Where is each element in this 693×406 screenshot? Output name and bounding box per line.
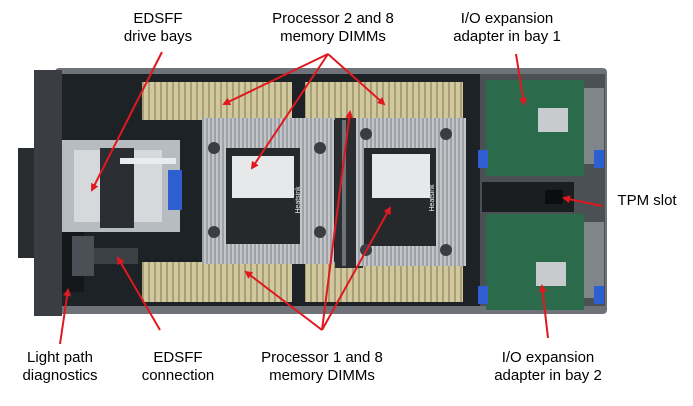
- callout-arrows: [59, 51, 603, 345]
- arrow-light-path: [59, 288, 72, 345]
- heatsink-processor-2: Heatsink: [202, 118, 334, 264]
- label-edsff-drive-bays-line2: drive bays: [123, 28, 193, 45]
- heatsink-label-1: Heatsink: [429, 184, 436, 212]
- heatsink-processor-1: Heatsink: [356, 118, 466, 266]
- arrow-tpm: [562, 195, 603, 207]
- label-processor-1-dimms-line1: Processor 1 and 8: [261, 349, 383, 366]
- arrow-proc2-dimm-left: [222, 53, 329, 106]
- heatsink-label-2: Heatsink: [295, 186, 302, 214]
- arrow-proc1-heatsink: [321, 206, 391, 331]
- arrow-edsff-connection: [116, 256, 161, 331]
- label-light-path-line2: diagnostics: [22, 367, 98, 384]
- label-processor-2-dimms-line1: Processor 2 and 8: [272, 10, 394, 27]
- label-processor-1-dimms: Processor 1 and 8 memory DIMMs: [242, 349, 402, 385]
- label-io-adapter-bay-1-line2: adapter in bay 1: [453, 28, 561, 45]
- label-io-adapter-bay-2-line2: adapter in bay 2: [494, 367, 602, 384]
- label-edsff-drive-bays-line1: EDSFF: [133, 10, 183, 27]
- label-processor-2-dimms-line2: memory DIMMs: [280, 28, 386, 45]
- label-edsff-connection-line1: EDSFF: [153, 349, 203, 366]
- label-io-adapter-bay-1-line1: I/O expansion: [460, 10, 554, 27]
- label-processor-2-dimms: Processor 2 and 8 memory DIMMs: [258, 10, 408, 46]
- label-tpm-slot: TPM slot: [617, 192, 677, 209]
- label-io-adapter-bay-1: I/O expansion adapter in bay 1: [442, 10, 572, 46]
- label-io-adapter-bay-2-line1: I/O expansion: [501, 349, 595, 366]
- arrow-io-bay-1: [515, 53, 528, 106]
- label-edsff-drive-bays: EDSFF drive bays: [113, 10, 203, 46]
- label-light-path-line1: Light path: [27, 349, 93, 366]
- edsff-connector-cable: [72, 236, 138, 276]
- label-light-path-diagnostics: Light path diagnostics: [10, 349, 110, 385]
- arrow-proc2-dimm-right: [327, 53, 386, 106]
- arrow-edsff-bays: [91, 51, 163, 192]
- dimm-bank-processor-1: [142, 262, 463, 302]
- arrow-proc1-center: [321, 110, 354, 331]
- tpm-area: [482, 182, 574, 212]
- io-adapter-bay-2: [478, 214, 604, 310]
- io-adapter-bay-1: [478, 80, 604, 176]
- arrow-proc2-heatsink: [250, 53, 329, 170]
- label-processor-1-dimms-line2: memory DIMMs: [269, 367, 375, 384]
- label-io-adapter-bay-2: I/O expansion adapter in bay 2: [478, 349, 618, 385]
- arrow-io-bay-2: [538, 284, 549, 339]
- arrow-proc1-dimm-left: [244, 270, 323, 331]
- edsff-drive-cage: [62, 140, 182, 232]
- label-edsff-connection-line2: connection: [141, 367, 215, 384]
- label-edsff-connection: EDSFF connection: [128, 349, 228, 385]
